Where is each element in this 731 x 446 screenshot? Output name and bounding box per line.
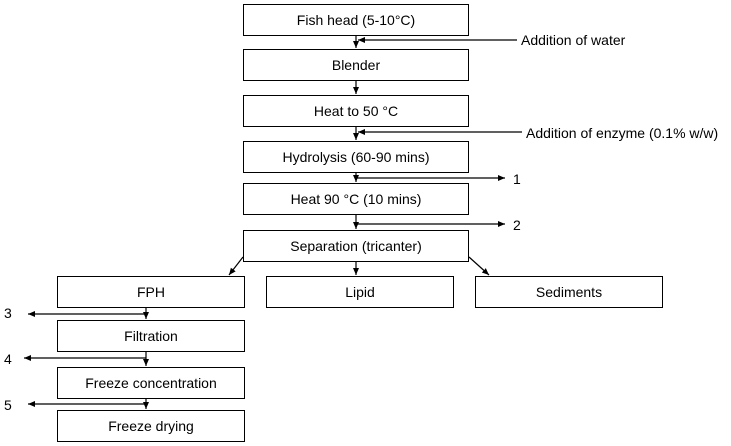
step-separation: Separation (tricanter)	[243, 230, 469, 262]
input-water-label: Addition of water	[521, 32, 626, 48]
output-2-label: 2	[513, 217, 521, 233]
arrow-sep-to-fph	[228, 256, 244, 276]
step-freeze-concentration: Freeze concentration	[57, 367, 245, 399]
arrow-sep-to-sediments	[468, 256, 490, 276]
output-1-label: 1	[513, 171, 521, 187]
step-freeze-drying: Freeze drying	[57, 410, 245, 442]
output-5-label: 5	[4, 397, 12, 413]
product-lipid: Lipid	[266, 276, 454, 308]
step-filtration: Filtration	[57, 320, 245, 352]
step-hydrolysis: Hydrolysis (60-90 mins)	[243, 141, 469, 173]
product-fph: FPH	[57, 276, 245, 308]
input-enzyme-label: Addition of enzyme (0.1% w/w)	[526, 125, 719, 141]
step-heat-50: Heat to 50 °C	[243, 95, 469, 127]
step-blender: Blender	[243, 49, 469, 81]
step-fish-head: Fish head (5-10°C)	[243, 4, 469, 36]
output-3-label: 3	[4, 305, 12, 321]
output-4-label: 4	[4, 351, 12, 367]
product-sediments: Sediments	[475, 276, 663, 308]
step-heat-90: Heat 90 °C (10 mins)	[243, 183, 469, 215]
